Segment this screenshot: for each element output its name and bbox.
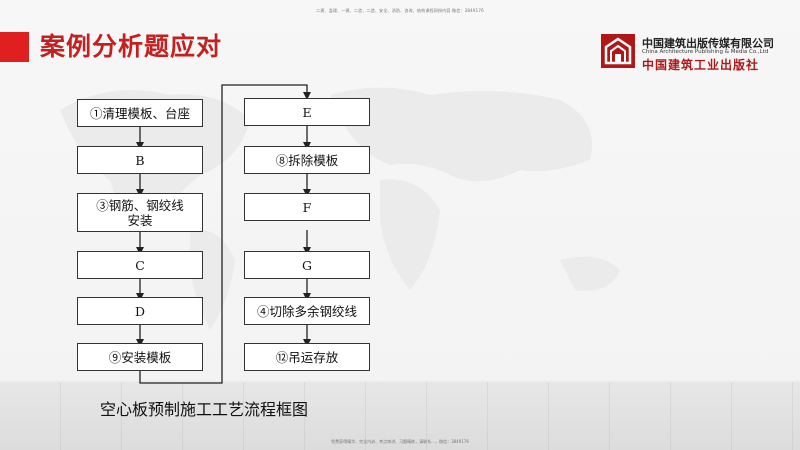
page-title: 案例分析题应对	[40, 32, 223, 61]
flow-step-C: C	[77, 251, 203, 279]
publisher-emblem-icon	[601, 34, 635, 68]
floor-reflection	[0, 382, 800, 450]
flow-step-9: ⑨安装模板	[77, 343, 203, 371]
flow-step-D: D	[77, 297, 203, 325]
flow-step-F: F	[244, 193, 370, 221]
connector-9-to-E	[139, 84, 311, 384]
flow-step-8: ⑧拆除模板	[244, 146, 370, 174]
title-accent-bar	[0, 32, 29, 62]
bottom-note: 免费获得精华、完全内训、考点串讲、习题精练，请联系…，微信：3849176	[331, 439, 469, 444]
publisher-name-cn: 中国建筑出版传媒有限公司	[642, 37, 774, 50]
flow-step-12: ⑫吊运存放	[244, 343, 370, 371]
flow-step-3: ③钢筋、钢绞线安装	[77, 193, 203, 232]
flow-step-E: E	[244, 98, 370, 126]
flow-step-G: G	[244, 251, 370, 279]
top-note: 二建、监理、一建、二造、二造、安全、消防、咨询、结构课程网授内容 微信：3849…	[316, 8, 484, 13]
flow-step-1: ①清理模板、台座	[77, 99, 203, 127]
publisher-name-en: China Architecture Publishing & Media Co…	[642, 49, 769, 55]
flowchart-caption: 空心板预制施工工艺流程框图	[100, 400, 309, 419]
flow-step-B: B	[77, 146, 203, 174]
publisher-calligraphy: 中国建筑工业出版社	[642, 58, 760, 72]
flow-step-4: ④切除多余钢绞线	[244, 297, 370, 325]
